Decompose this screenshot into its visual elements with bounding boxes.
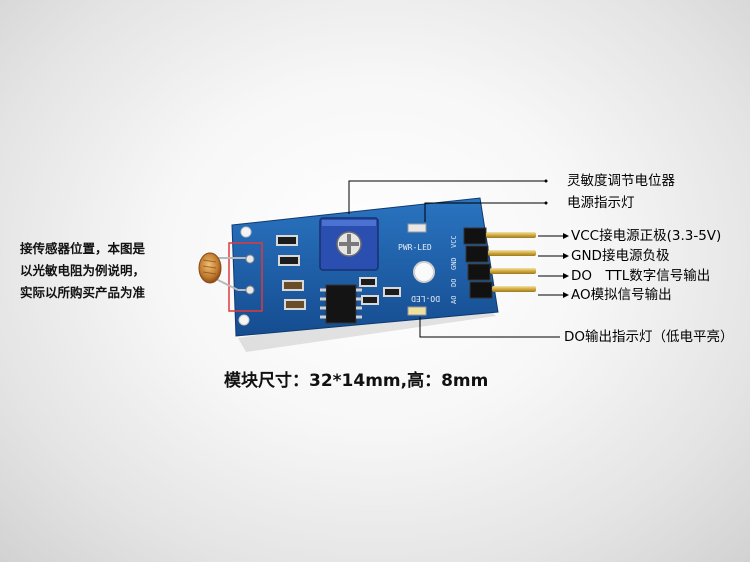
mounting-hole-large bbox=[413, 261, 435, 283]
sensitivity-potentiometer bbox=[319, 217, 379, 271]
pin-label-ao: AO bbox=[450, 296, 458, 304]
pin-silkscreen-group: VCC GND DO AO bbox=[450, 235, 458, 304]
sensor-pad bbox=[245, 285, 255, 295]
comparator-ic bbox=[320, 284, 362, 324]
module-dimensions-caption: 模块尺寸：32*14mm,高：8mm bbox=[224, 371, 489, 391]
sensor-position-box bbox=[228, 242, 263, 312]
label-do-led: DO输出指示灯（低电平亮） bbox=[564, 329, 734, 345]
label-sensitivity-pot: 灵敏度调节电位器 bbox=[567, 173, 675, 189]
mounting-hole bbox=[240, 226, 252, 238]
pwr-led-silkscreen: PWR-LED bbox=[398, 243, 432, 252]
power-led bbox=[407, 223, 427, 233]
do-led bbox=[407, 306, 427, 316]
label-power-led: 电源指示灯 bbox=[567, 195, 635, 211]
photoresistor bbox=[198, 252, 248, 291]
pin-label-do: DO bbox=[450, 279, 458, 287]
sensor-note: 接传感器位置，本图是 以光敏电阻为例说明， 实际以所购买产品为准 bbox=[20, 238, 180, 304]
sensor-note-line: 实际以所购买产品为准 bbox=[20, 285, 146, 300]
leader-arrowheads bbox=[544, 179, 569, 298]
pin-label-gnd: GND bbox=[450, 257, 458, 270]
leader-lines bbox=[348, 180, 563, 338]
sensor-pad bbox=[245, 254, 255, 264]
mounting-hole bbox=[238, 314, 250, 326]
pin-header bbox=[463, 227, 493, 299]
label-gnd-pin: GND接电源负极 bbox=[571, 248, 670, 264]
do-led-silkscreen: DO-LED bbox=[411, 294, 440, 303]
label-vcc-pin: VCC接电源正极(3.3-5V) bbox=[571, 228, 722, 244]
sensor-note-line: 以光敏电阻为例说明， bbox=[20, 263, 146, 278]
label-do-pin: DO TTL数字信号输出 bbox=[571, 268, 711, 284]
label-ao-pin: AO模拟信号输出 bbox=[571, 287, 672, 303]
pin-label-vcc: VCC bbox=[450, 235, 458, 248]
sensor-note-line: 接传感器位置，本图是 bbox=[20, 241, 146, 256]
header-pins bbox=[486, 232, 536, 292]
